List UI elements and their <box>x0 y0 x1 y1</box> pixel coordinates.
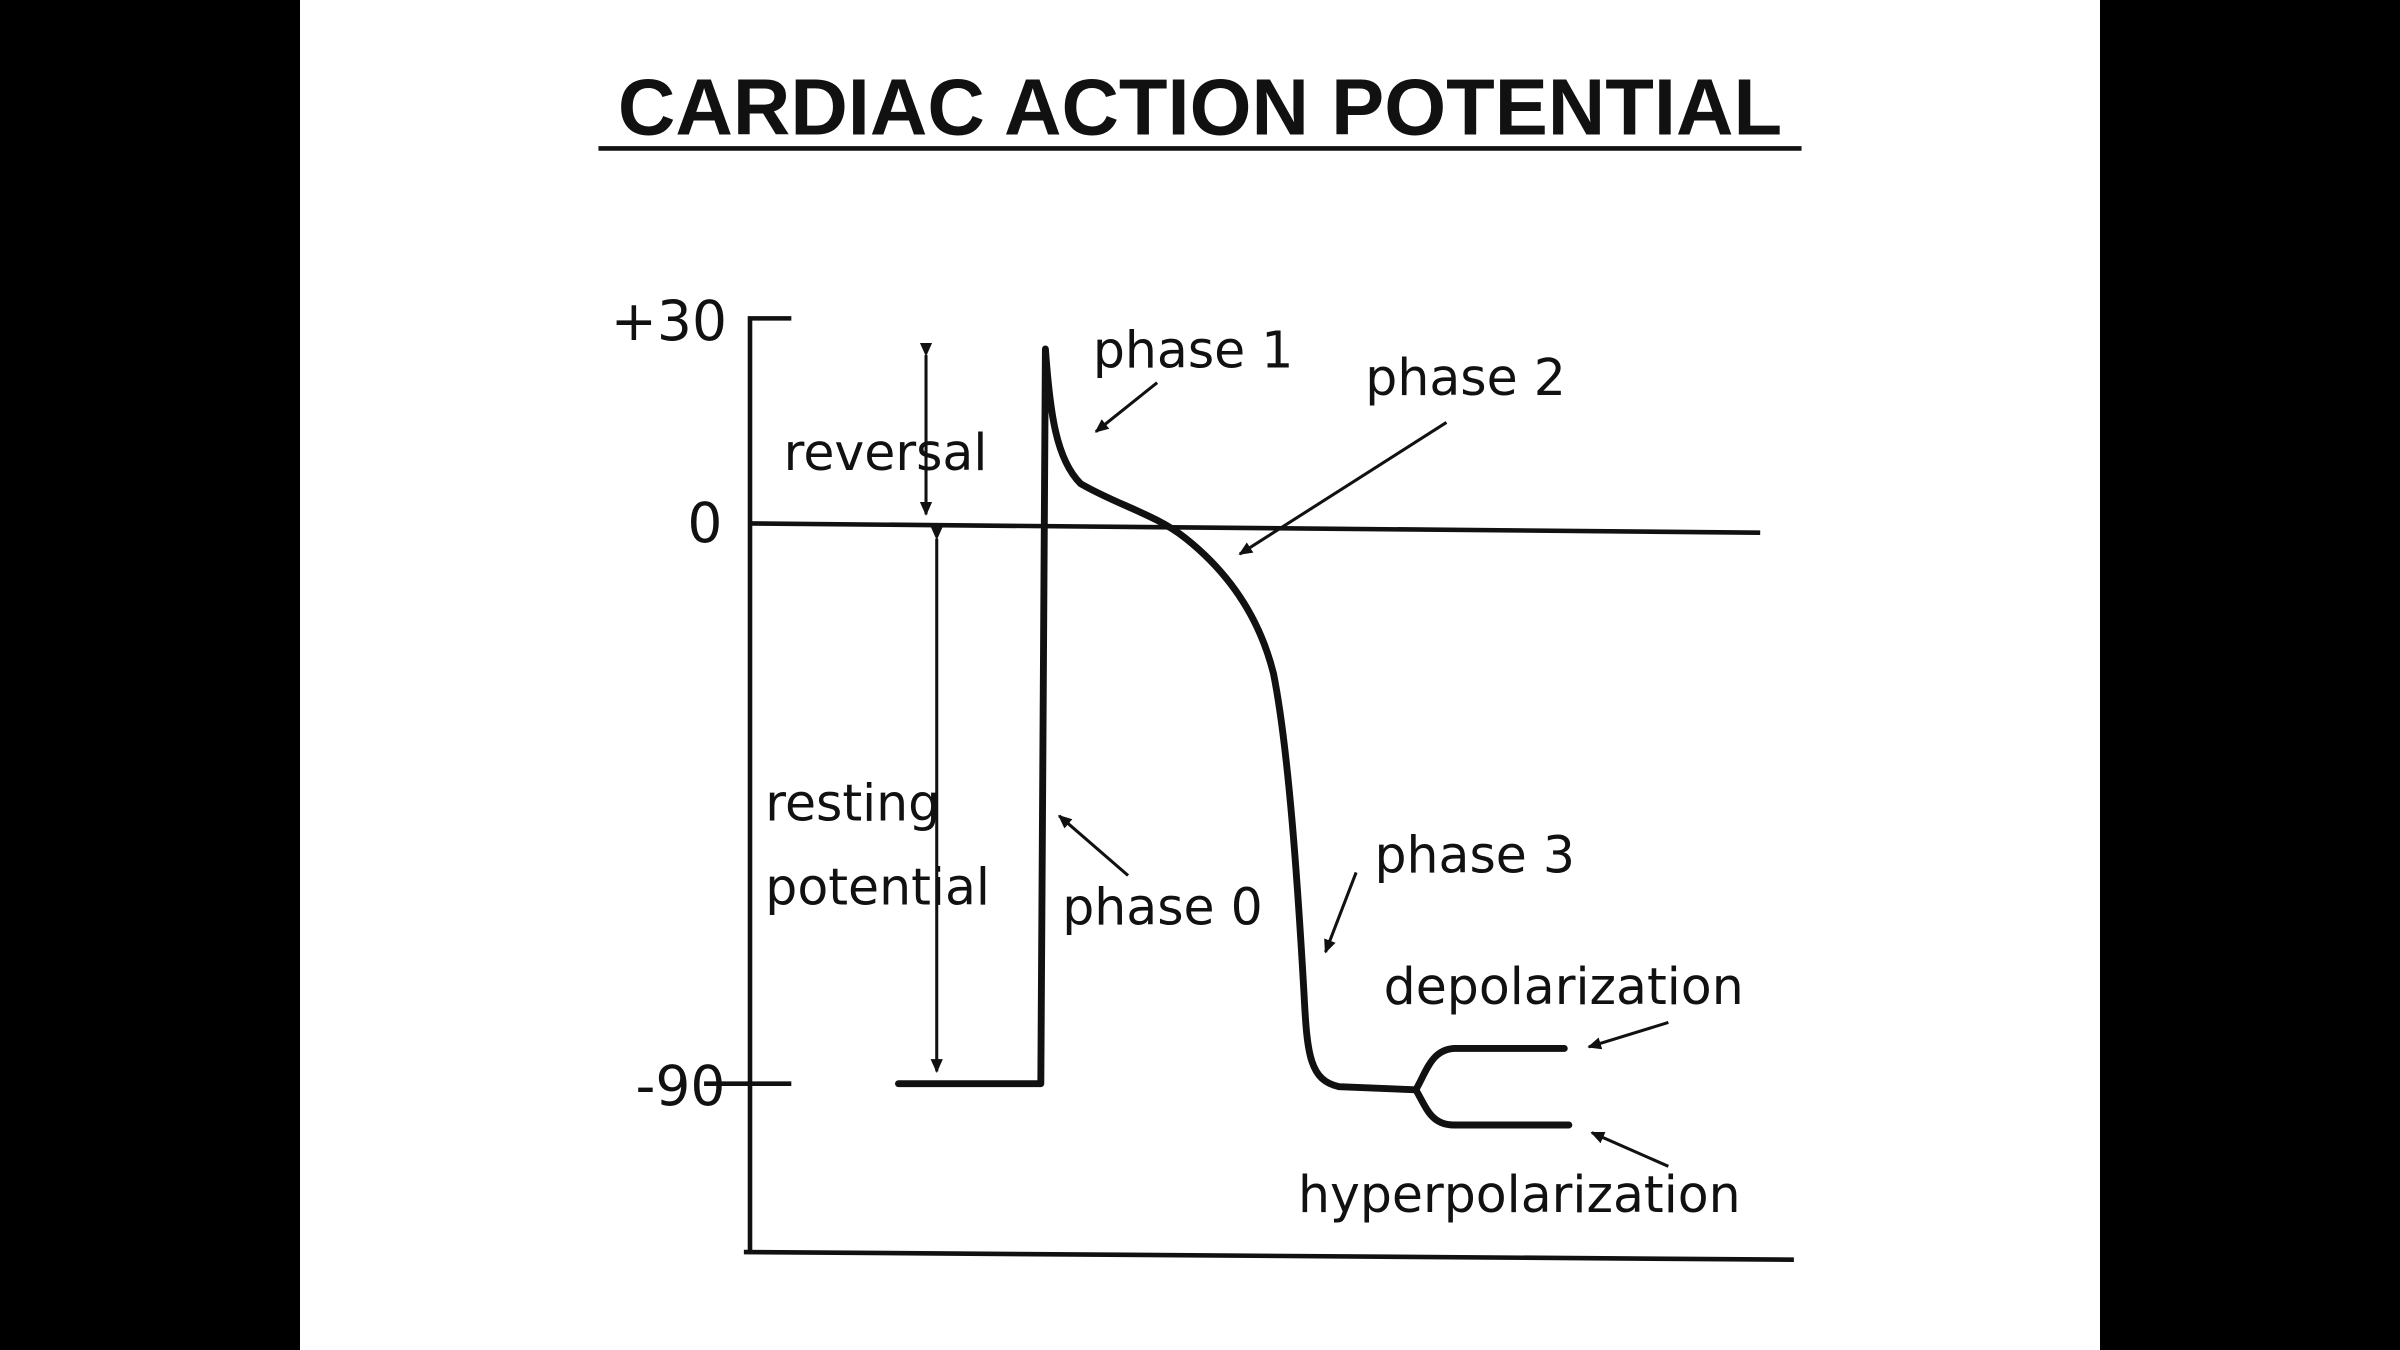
slide-page <box>300 0 2100 1350</box>
tick-label-0: 0 <box>687 491 722 555</box>
label-hyperpolarization: hyperpolarization <box>1298 1165 1741 1224</box>
label-reversal: reversal <box>784 423 988 482</box>
phase3-arrow <box>1324 871 1358 954</box>
depolarization-branch <box>1412 1045 1568 1094</box>
x-axis <box>743 1249 1794 1262</box>
label-depolarization: depolarization <box>1384 957 1744 1016</box>
phase2-arrow <box>1238 421 1448 556</box>
label-phase0: phase 0 <box>1062 877 1263 936</box>
phase0-arrow <box>1058 814 1130 877</box>
label-phase3: phase 3 <box>1374 825 1575 884</box>
slide-title: CARDIAC ACTION POTENTIAL <box>618 63 1782 152</box>
phase1-arrow <box>1094 381 1159 433</box>
label-potential: potential <box>765 858 990 917</box>
label-phase2: phase 2 <box>1365 348 1566 407</box>
label-phase1: phase 1 <box>1093 320 1294 379</box>
tick-label-plus30: +30 <box>611 289 727 353</box>
hyperpolarization-branch <box>1412 1086 1573 1129</box>
tick-label-minus90: -90 <box>636 1054 726 1118</box>
y-axis <box>747 316 792 1253</box>
hyperpolarization-arrow <box>1590 1131 1669 1168</box>
label-resting: resting <box>765 773 940 832</box>
depolarization-arrow <box>1587 1020 1669 1050</box>
action-potential-curve <box>895 345 1420 1094</box>
zero-line <box>749 521 1761 535</box>
